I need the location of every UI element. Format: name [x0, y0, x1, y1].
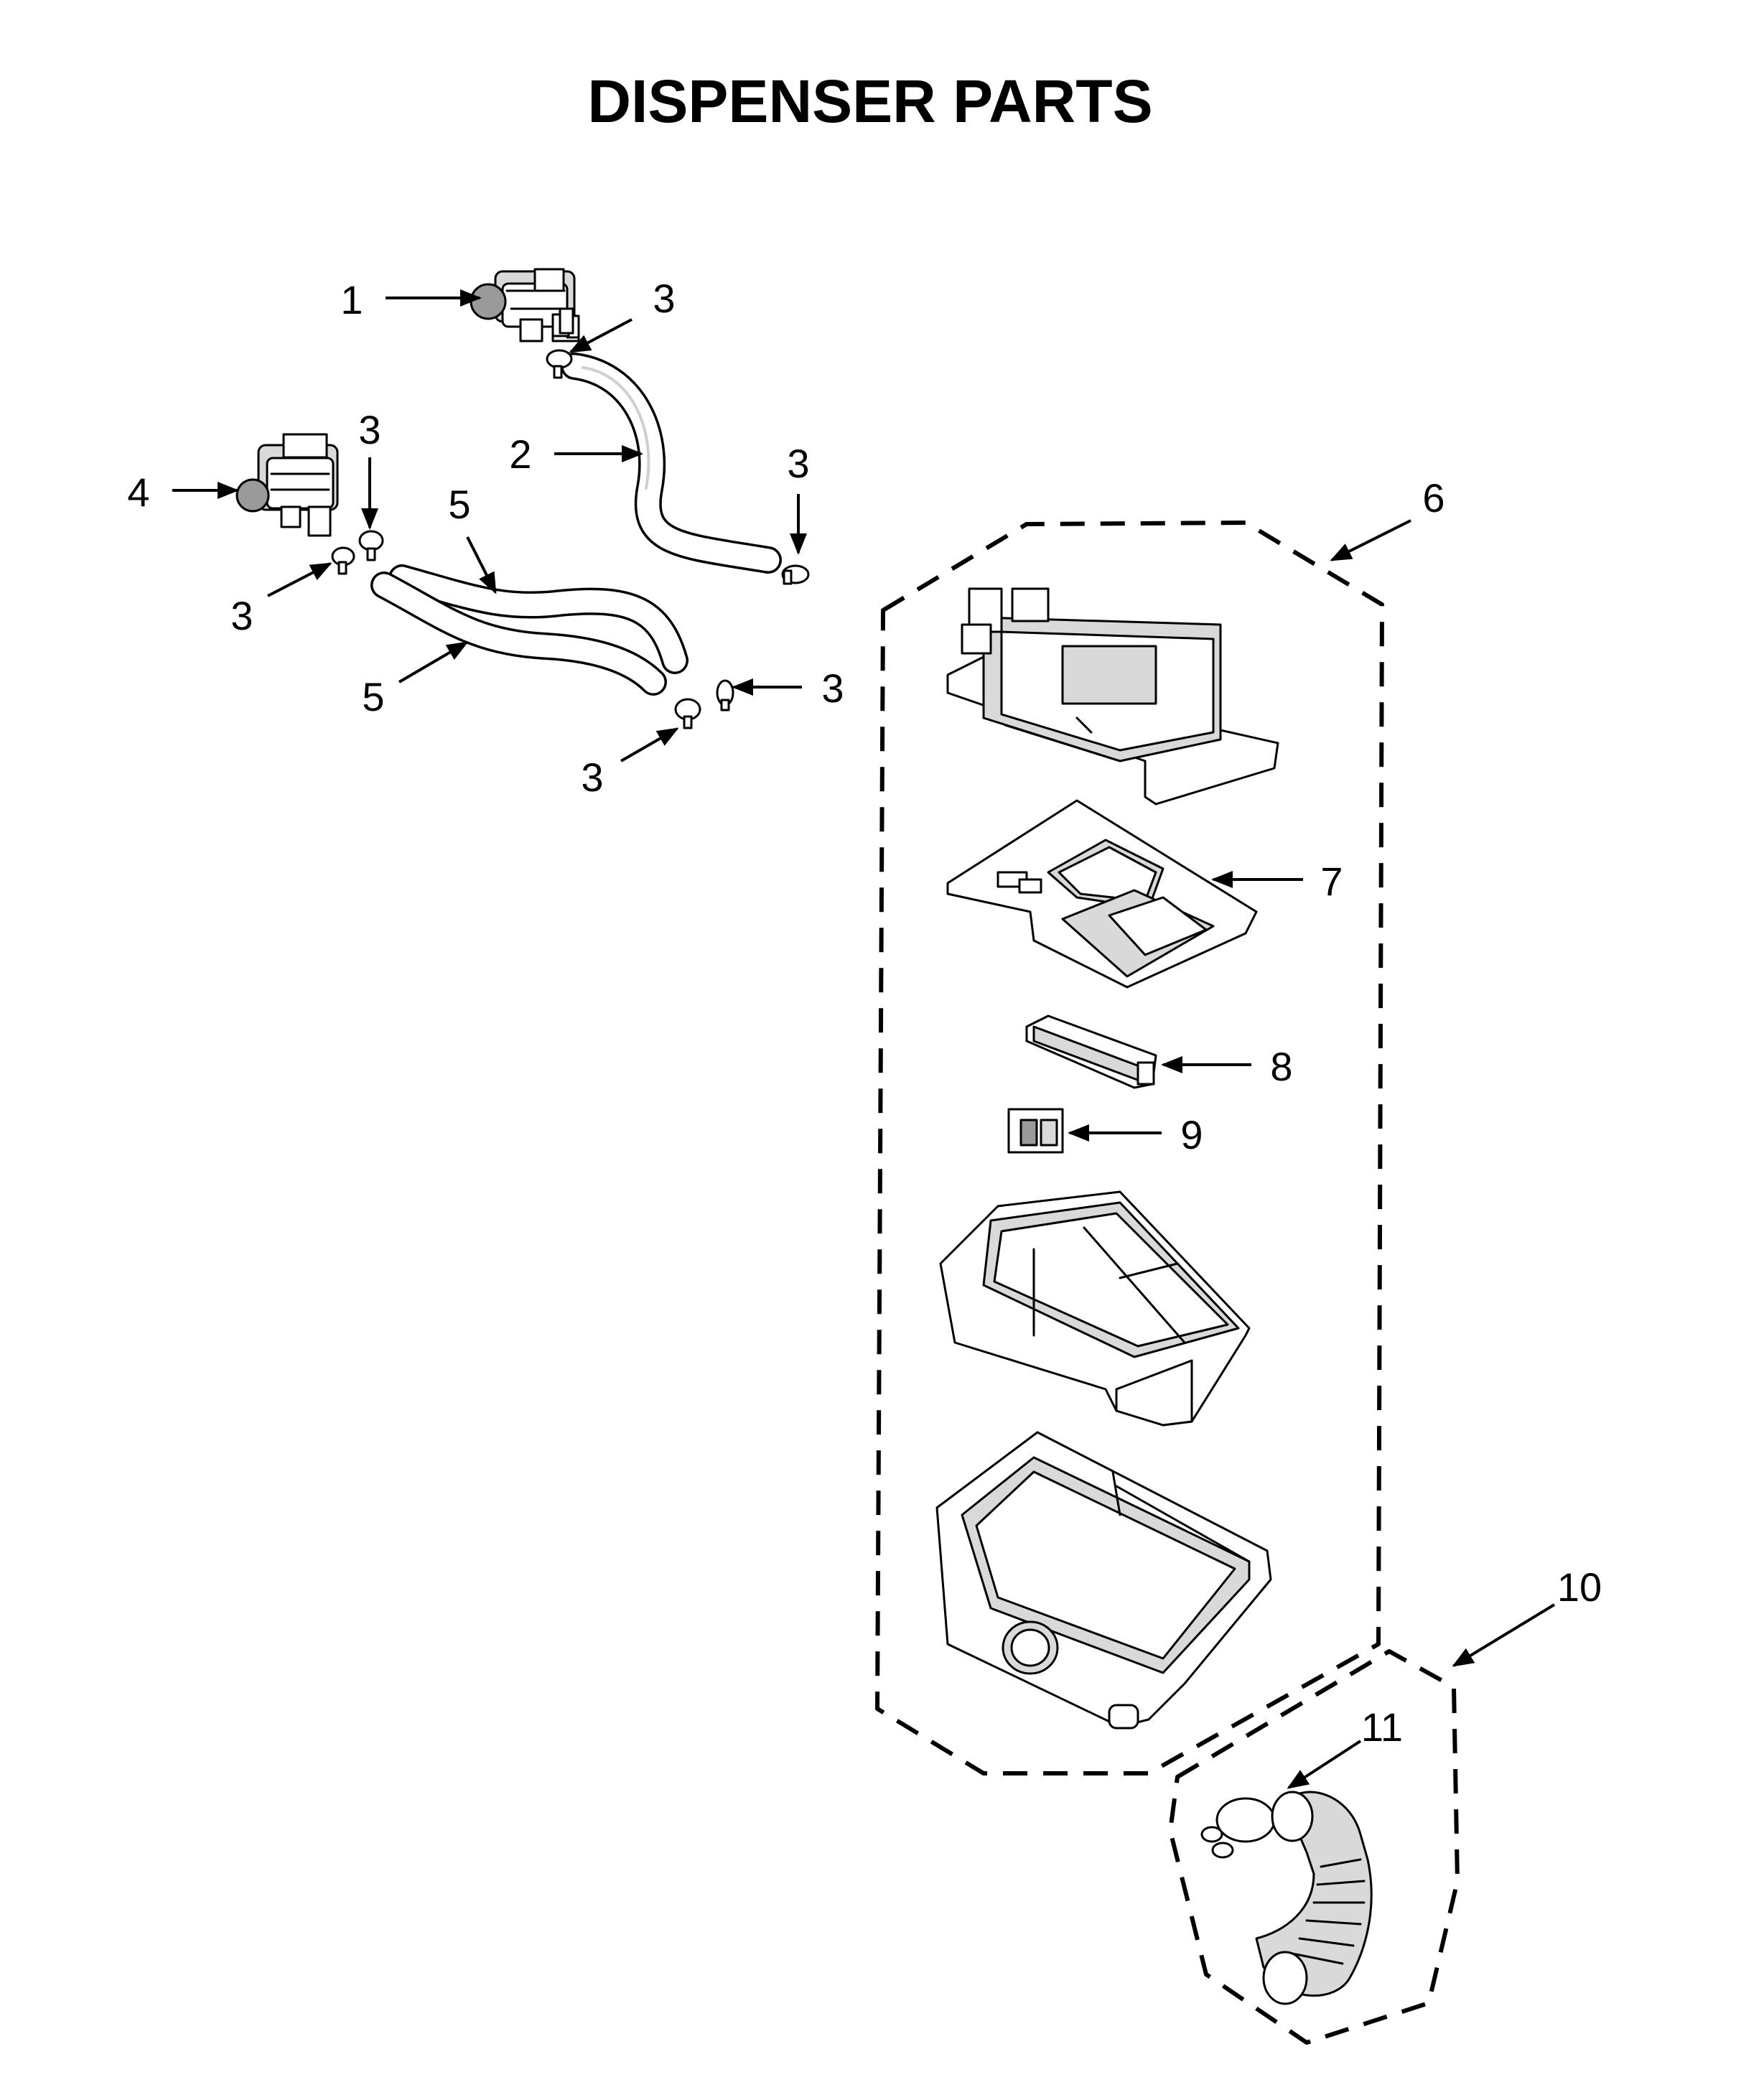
callout-3-e: 3 — [821, 666, 844, 711]
leader-lines — [172, 289, 1556, 1789]
callout-4: 4 — [127, 470, 149, 515]
dispenser-housing — [935, 1431, 1272, 1730]
clamp-part-3-d — [331, 546, 355, 575]
dispenser-top-cover — [946, 587, 1279, 806]
callout-3-f: 3 — [581, 755, 603, 800]
callout-10: 10 — [1557, 1564, 1602, 1610]
hose-part-2 — [561, 353, 782, 574]
water-valve-part-4 — [235, 433, 339, 537]
clamp-part-3-a — [546, 349, 573, 379]
assembly-6-outline — [875, 521, 1384, 1775]
callout-8: 8 — [1270, 1044, 1292, 1089]
assembly-10-outline — [1168, 1649, 1460, 2045]
clamp-part-3-f — [674, 698, 701, 729]
clamp-part-3-e — [716, 679, 734, 711]
callout-3-d: 3 — [230, 593, 253, 638]
siphon-part-9 — [1007, 1108, 1064, 1154]
dispenser-drawer — [939, 1190, 1251, 1427]
water-valve-part-1 — [470, 268, 580, 342]
clamp-part-3-c — [358, 530, 384, 561]
dispenser-tray-lid-part-7 — [946, 799, 1258, 989]
hose-part-5-upper — [388, 564, 689, 674]
siphon-cap-part-8 — [1025, 1014, 1157, 1089]
clamp-part-11 — [1200, 1797, 1276, 1859]
callout-3-b: 3 — [358, 407, 381, 452]
callout-labels: 1 3 3 2 3 4 5 3 5 3 3 6 7 8 9 10 11 — [127, 276, 1602, 1750]
callout-5-a: 5 — [448, 482, 470, 527]
callout-2: 2 — [509, 431, 531, 477]
callout-3-a: 3 — [653, 276, 675, 321]
page-title: DISPENSER PARTS — [587, 67, 1152, 135]
clamp-part-3-b — [781, 564, 810, 585]
callout-9: 9 — [1180, 1112, 1203, 1157]
callout-7: 7 — [1320, 859, 1343, 904]
callout-6: 6 — [1422, 475, 1444, 521]
bellows-hose — [1255, 1791, 1373, 2005]
callout-3-c: 3 — [787, 441, 809, 486]
hose-part-5-lower — [370, 571, 667, 696]
callout-11: 11 — [1361, 1704, 1403, 1750]
callout-5-b: 5 — [362, 674, 384, 719]
callout-1: 1 — [340, 277, 363, 322]
